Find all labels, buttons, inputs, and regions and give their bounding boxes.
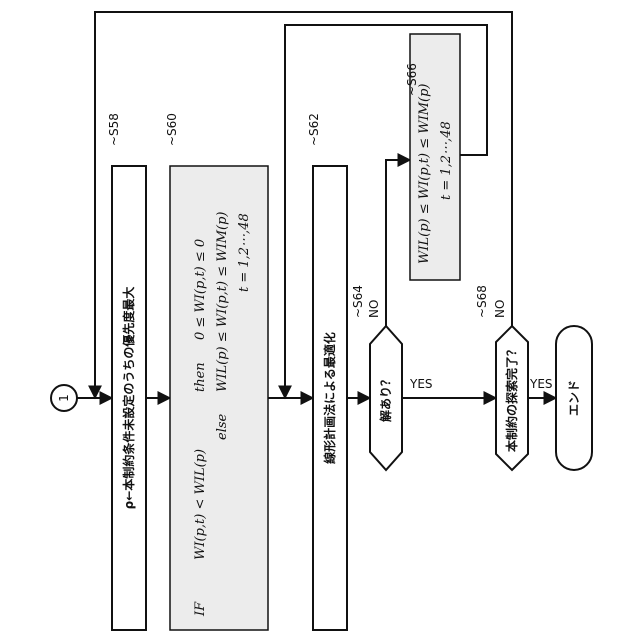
s58-label: ~S58 xyxy=(107,113,121,146)
s64-no-label: NO xyxy=(367,300,381,318)
s62-text: 線形計画法による最適化 xyxy=(322,332,337,464)
s60-then-expression: 0 ≤ WI(p,t) ≤ 0 xyxy=(193,239,208,340)
s64-label: ~S64 xyxy=(351,285,365,318)
s60-if-keyword: IF xyxy=(193,601,208,617)
s60-label: ~S60 xyxy=(165,113,179,146)
s66-expression: WIL(p) ≤ WI(p,t) ≤ WIM(p) xyxy=(417,83,432,264)
s64-text: 解あり？ xyxy=(378,374,393,422)
flowchart-body: 1 ρ←本制約条件未設定のうちの優先度最大 ~S58 IF WI(p,t) < … xyxy=(51,12,592,630)
s60-range: t = 1,2⋯,48 xyxy=(237,213,252,292)
s66-range: t = 1,2⋯,48 xyxy=(439,121,454,200)
s60-condition: WI(p,t) < WIL(p) xyxy=(193,449,208,560)
s68-text: 本制約の探索完了？ xyxy=(504,344,519,452)
s68-yes-label: YES xyxy=(529,377,553,391)
s62-label: ~S62 xyxy=(307,113,321,146)
s68-no-label: NO xyxy=(493,300,507,318)
s58-text: ρ←本制約条件未設定のうちの優先度最大 xyxy=(121,287,136,510)
s60-then-keyword: then xyxy=(193,362,208,392)
end-text: エンド xyxy=(567,380,581,416)
s60-else-expression: WIL(p) ≤ WI(p,t) ≤ WIM(p) xyxy=(215,211,230,392)
flow-line-s64-no xyxy=(386,160,410,326)
s66-label: ~S66 xyxy=(405,63,419,96)
s60-else-keyword: else xyxy=(215,413,230,440)
connector-label: 1 xyxy=(57,394,71,402)
s68-label: ~S68 xyxy=(475,285,489,318)
s64-yes-label: YES xyxy=(409,377,433,391)
